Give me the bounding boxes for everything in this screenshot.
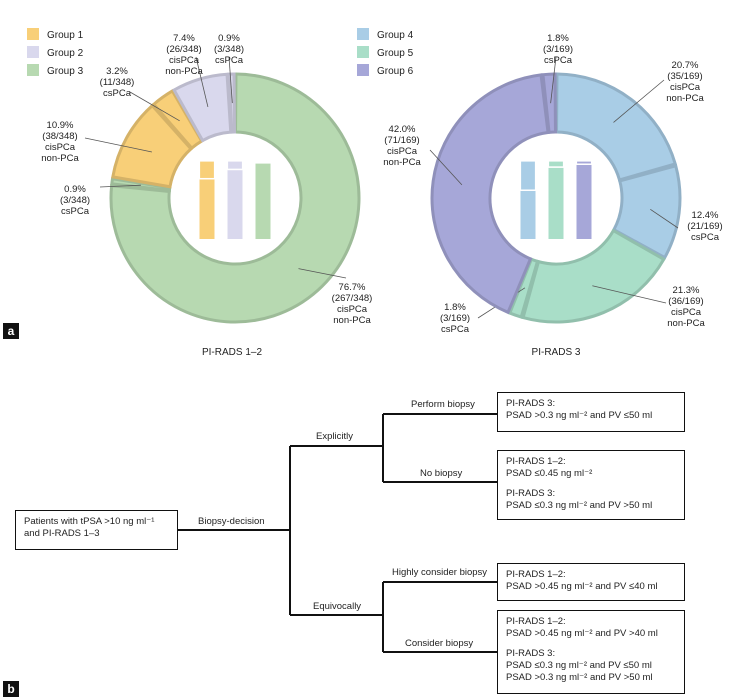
donut-0-center-bar-1 (199, 161, 215, 239)
donut-0-data-label-4: 3.2%(11/348)csPCa (100, 66, 135, 99)
donut-0-center-bar-cspca-2 (226, 160, 244, 171)
legend: Group 1 Group 2 Group 3 Group 4 Group 5 Group… (27, 28, 414, 77)
donut-0-center-bar-2 (227, 161, 243, 239)
legend-left-swatch-1 (27, 28, 39, 40)
perform-biopsy-box: PI-RADS 3: PSAD >0.3 ng ml⁻² and PV ≤50 … (497, 392, 685, 432)
donut-0-slice-3 (111, 103, 194, 189)
no-biopsy-label: No biopsy (420, 468, 463, 479)
perform-box-line-1: PI-RADS 3: (506, 398, 556, 409)
legend-left-label-1: Group 1 (47, 30, 84, 41)
donut-1-center-bar-cspca-2 (547, 160, 565, 168)
legend-left-swatch-2 (27, 46, 39, 58)
equivocally-label: Equivocally (313, 601, 362, 612)
donut-1-leader-3 (592, 285, 667, 304)
donut-1-slice-5 (430, 73, 550, 315)
consider-biopsy-label: Consider biopsy (405, 638, 474, 649)
donut-0-data-label-6: 0.9%(3/348)csPCa (214, 33, 244, 66)
legend-right-label-2: Group 5 (377, 48, 414, 59)
donut-1-center-bar-cspca-1 (519, 160, 537, 191)
donut-0-center-bar-3 (255, 161, 271, 239)
explicitly-label: Explicitly (316, 431, 353, 442)
legend-right-swatch-2 (357, 46, 369, 58)
donut-1-center-bar-3 (576, 161, 592, 239)
no-box-line-4: PSAD ≤0.3 ng ml⁻² and PV >50 ml (506, 500, 653, 511)
donut-0-slice-1 (109, 72, 361, 324)
consider-box-line-4: PSAD ≤0.3 ng ml⁻² and PV ≤50 ml (506, 660, 652, 671)
legend-left-swatch-3 (27, 64, 39, 76)
donut-0-leader-5 (195, 56, 209, 108)
donut-1-center-bar-2 (548, 161, 564, 239)
root-line-2: and PI-RADS 1–3 (24, 528, 100, 539)
donut-0-center-bar-cspca-1 (198, 160, 216, 180)
donut-1-leader-1 (613, 79, 665, 123)
donut-0-leader-4 (129, 91, 180, 122)
no-box-line-3: PI-RADS 3: (506, 488, 556, 499)
donut-0-leader-1 (298, 268, 347, 279)
legend-right-label-3: Group 6 (377, 66, 414, 77)
legend-left-label-3: Group 3 (47, 66, 84, 77)
donut-1-leader-2 (650, 208, 679, 229)
panel-label-b: b (3, 681, 19, 697)
consider-box-line-3: PI-RADS 3: (506, 648, 556, 659)
consider-box-line-5: PSAD >0.3 ng ml⁻² and PV >50 ml (506, 672, 653, 683)
donut-0-leader-2 (99, 184, 141, 188)
donut-0-slice-6 (227, 72, 236, 134)
highly-box-line-1: PI-RADS 1–2: (506, 569, 566, 580)
legend-right-label-1: Group 4 (377, 30, 414, 41)
highly-consider-box: PI-RADS 1–2: PSAD >0.45 ng ml⁻² and PV ≤… (497, 563, 685, 601)
donut-1-data-label-4: 1.8%(3/169)csPCa (440, 302, 470, 335)
highly-consider-biopsy-label: Highly consider biopsy (392, 567, 488, 578)
highly-box-line-2: PSAD >0.45 ng ml⁻² and PV ≤40 ml (506, 581, 658, 592)
donut-0-data-label-2: 0.9%(3/348)csPCa (60, 184, 90, 217)
donut-0-leader-3 (84, 137, 152, 153)
root-box: Patients with tPSA >10 ng ml⁻¹ and PI-RA… (15, 510, 178, 550)
donut-1-data-label-2: 12.4%(21/169)csPCa (687, 210, 722, 243)
legend-right-swatch-3 (357, 64, 369, 76)
root-line-1: Patients with tPSA >10 ng ml⁻¹ (24, 516, 155, 527)
legend-left-label-2: Group 2 (47, 48, 84, 59)
consider-box-line-2: PSAD >0.45 ng ml⁻² and PV >40 ml (506, 628, 658, 639)
donut-1-title: PI-RADS 3 (532, 347, 581, 358)
decision-tree-lines (178, 413, 497, 653)
no-biopsy-box: PI-RADS 1–2: PSAD ≤0.45 ng ml⁻² PI-RADS … (497, 450, 685, 520)
donut-0-slice-5 (172, 72, 233, 143)
donut-0-leader-6 (228, 56, 233, 104)
consider-box-line-1: PI-RADS 1–2: (506, 616, 566, 627)
perform-biopsy-label: Perform biopsy (411, 399, 475, 410)
donut-1-leader-5 (429, 149, 463, 186)
donut-1-leader-6 (550, 56, 557, 104)
perform-box-line-2: PSAD >0.3 ng ml⁻² and PV ≤50 ml (506, 410, 653, 421)
no-box-line-1: PI-RADS 1–2: (506, 456, 566, 467)
panel-label-a: a (3, 323, 19, 339)
biopsy-decision-label: Biopsy-decision (198, 516, 265, 527)
legend-right-swatch-1 (357, 28, 369, 40)
donut-charts-panel: Group 1 Group 2 Group 3 Group 4 Group 5 Group… (27, 28, 723, 358)
donut-1-data-label-6: 1.8%(3/169)csPCa (543, 33, 573, 66)
no-box-line-2: PSAD ≤0.45 ng ml⁻² (506, 468, 593, 479)
donut-1-slice-3 (521, 228, 666, 324)
donut-0-title: PI-RADS 1–2 (202, 347, 262, 358)
donut-1-slice-1 (555, 72, 678, 182)
consider-biopsy-box: PI-RADS 1–2: PSAD >0.45 ng ml⁻² and PV >… (497, 610, 685, 694)
donut-1-slice-2 (611, 164, 682, 260)
